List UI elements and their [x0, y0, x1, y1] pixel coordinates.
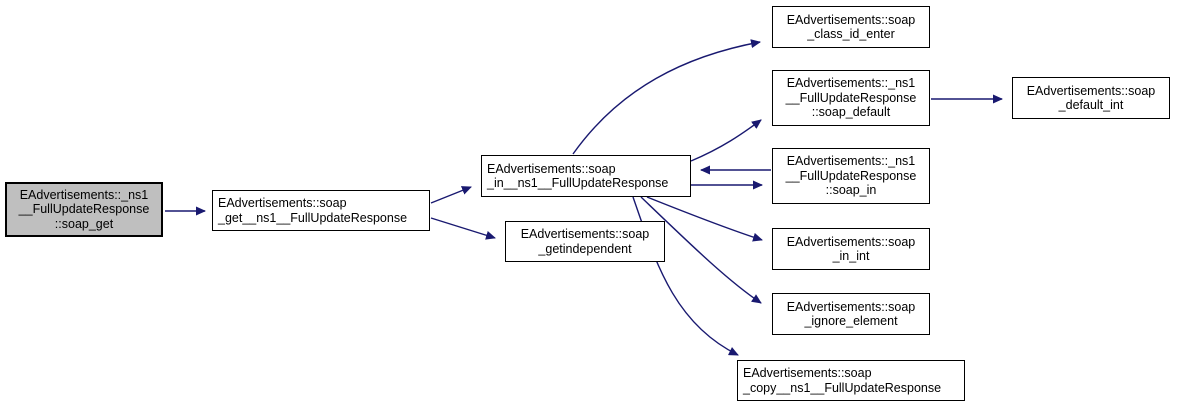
node-label-line: EAdvertisements::_ns1 [19, 187, 149, 202]
node-label-line: EAdvertisements::soap [487, 161, 616, 176]
node-getindependent[interactable]: EAdvertisements::soap _getindependent [505, 221, 665, 262]
edge-soap-in-fn-to-soap-default-member [690, 119, 762, 162]
node-soap-in-fn[interactable]: EAdvertisements::soap _in__ns1__FullUpda… [481, 155, 691, 197]
node-label-line: ::soap_get [54, 216, 114, 231]
node-ignore-element[interactable]: EAdvertisements::soap _ignore_element [772, 293, 930, 335]
node-label-line: EAdvertisements::soap [786, 234, 916, 249]
node-default-int[interactable]: EAdvertisements::soap _default_int [1012, 77, 1170, 119]
node-in-int[interactable]: EAdvertisements::soap _in_int [772, 228, 930, 270]
node-label-line: EAdvertisements::_ns1 [786, 76, 916, 91]
node-label-line: _get__ns1__FullUpdateResponse [218, 210, 408, 225]
node-label-line: EAdvertisements::soap [218, 196, 347, 210]
node-label-line: _class_id_enter [807, 27, 895, 41]
node-label-line: __FullUpdateResponse [785, 90, 917, 105]
node-label-line: _in_int [832, 249, 870, 263]
node-soap-in-member[interactable]: EAdvertisements::_ns1 __FullUpdateRespon… [772, 148, 930, 204]
node-label-line: ::soap_default [811, 105, 891, 120]
node-label-line: _default_int [1058, 98, 1124, 112]
node-label-line: __FullUpdateResponse [785, 168, 917, 183]
edge-soap-in-fn-to-copy-fn [632, 196, 739, 356]
node-copy-fn[interactable]: EAdvertisements::soap _copy__ns1__FullUp… [737, 360, 965, 401]
edge-soap-in-fn-to-ignore-element [640, 196, 762, 304]
node-label-line: EAdvertisements::soap [520, 227, 650, 241]
edge-soap-in-fn-to-class-id-enter [572, 39, 761, 155]
edge-soap-in-fn-to-in-int [646, 196, 763, 242]
node-soap-get-member: EAdvertisements::_ns1 __FullUpdateRespon… [5, 182, 163, 237]
node-label-line: _ignore_element [804, 314, 898, 328]
node-label-line: _getindependent [538, 241, 632, 256]
node-class-id-enter[interactable]: EAdvertisements::soap _class_id_enter [772, 6, 930, 48]
edge-soap-get-fn-to-getindependent [430, 217, 496, 240]
node-soap-get-fn[interactable]: EAdvertisements::soap _get__ns1__FullUpd… [212, 190, 430, 231]
node-label-line: EAdvertisements::soap [743, 366, 872, 380]
node-label-line: _copy__ns1__FullUpdateResponse [743, 380, 942, 395]
node-label-line: EAdvertisements::soap [786, 12, 916, 27]
node-label-line: ::soap_in [825, 183, 877, 198]
node-label-line: __FullUpdateResponse [18, 202, 150, 217]
node-label-line: EAdvertisements::soap [786, 299, 916, 314]
node-soap-default-member[interactable]: EAdvertisements::_ns1 __FullUpdateRespon… [772, 70, 930, 126]
edge-soap-get-fn-to-soap-in-fn [430, 186, 472, 204]
node-label-line: _in__ns1__FullUpdateResponse [487, 176, 669, 190]
node-label-line: EAdvertisements::soap [1026, 83, 1156, 98]
node-label-line: EAdvertisements::_ns1 [786, 154, 916, 169]
